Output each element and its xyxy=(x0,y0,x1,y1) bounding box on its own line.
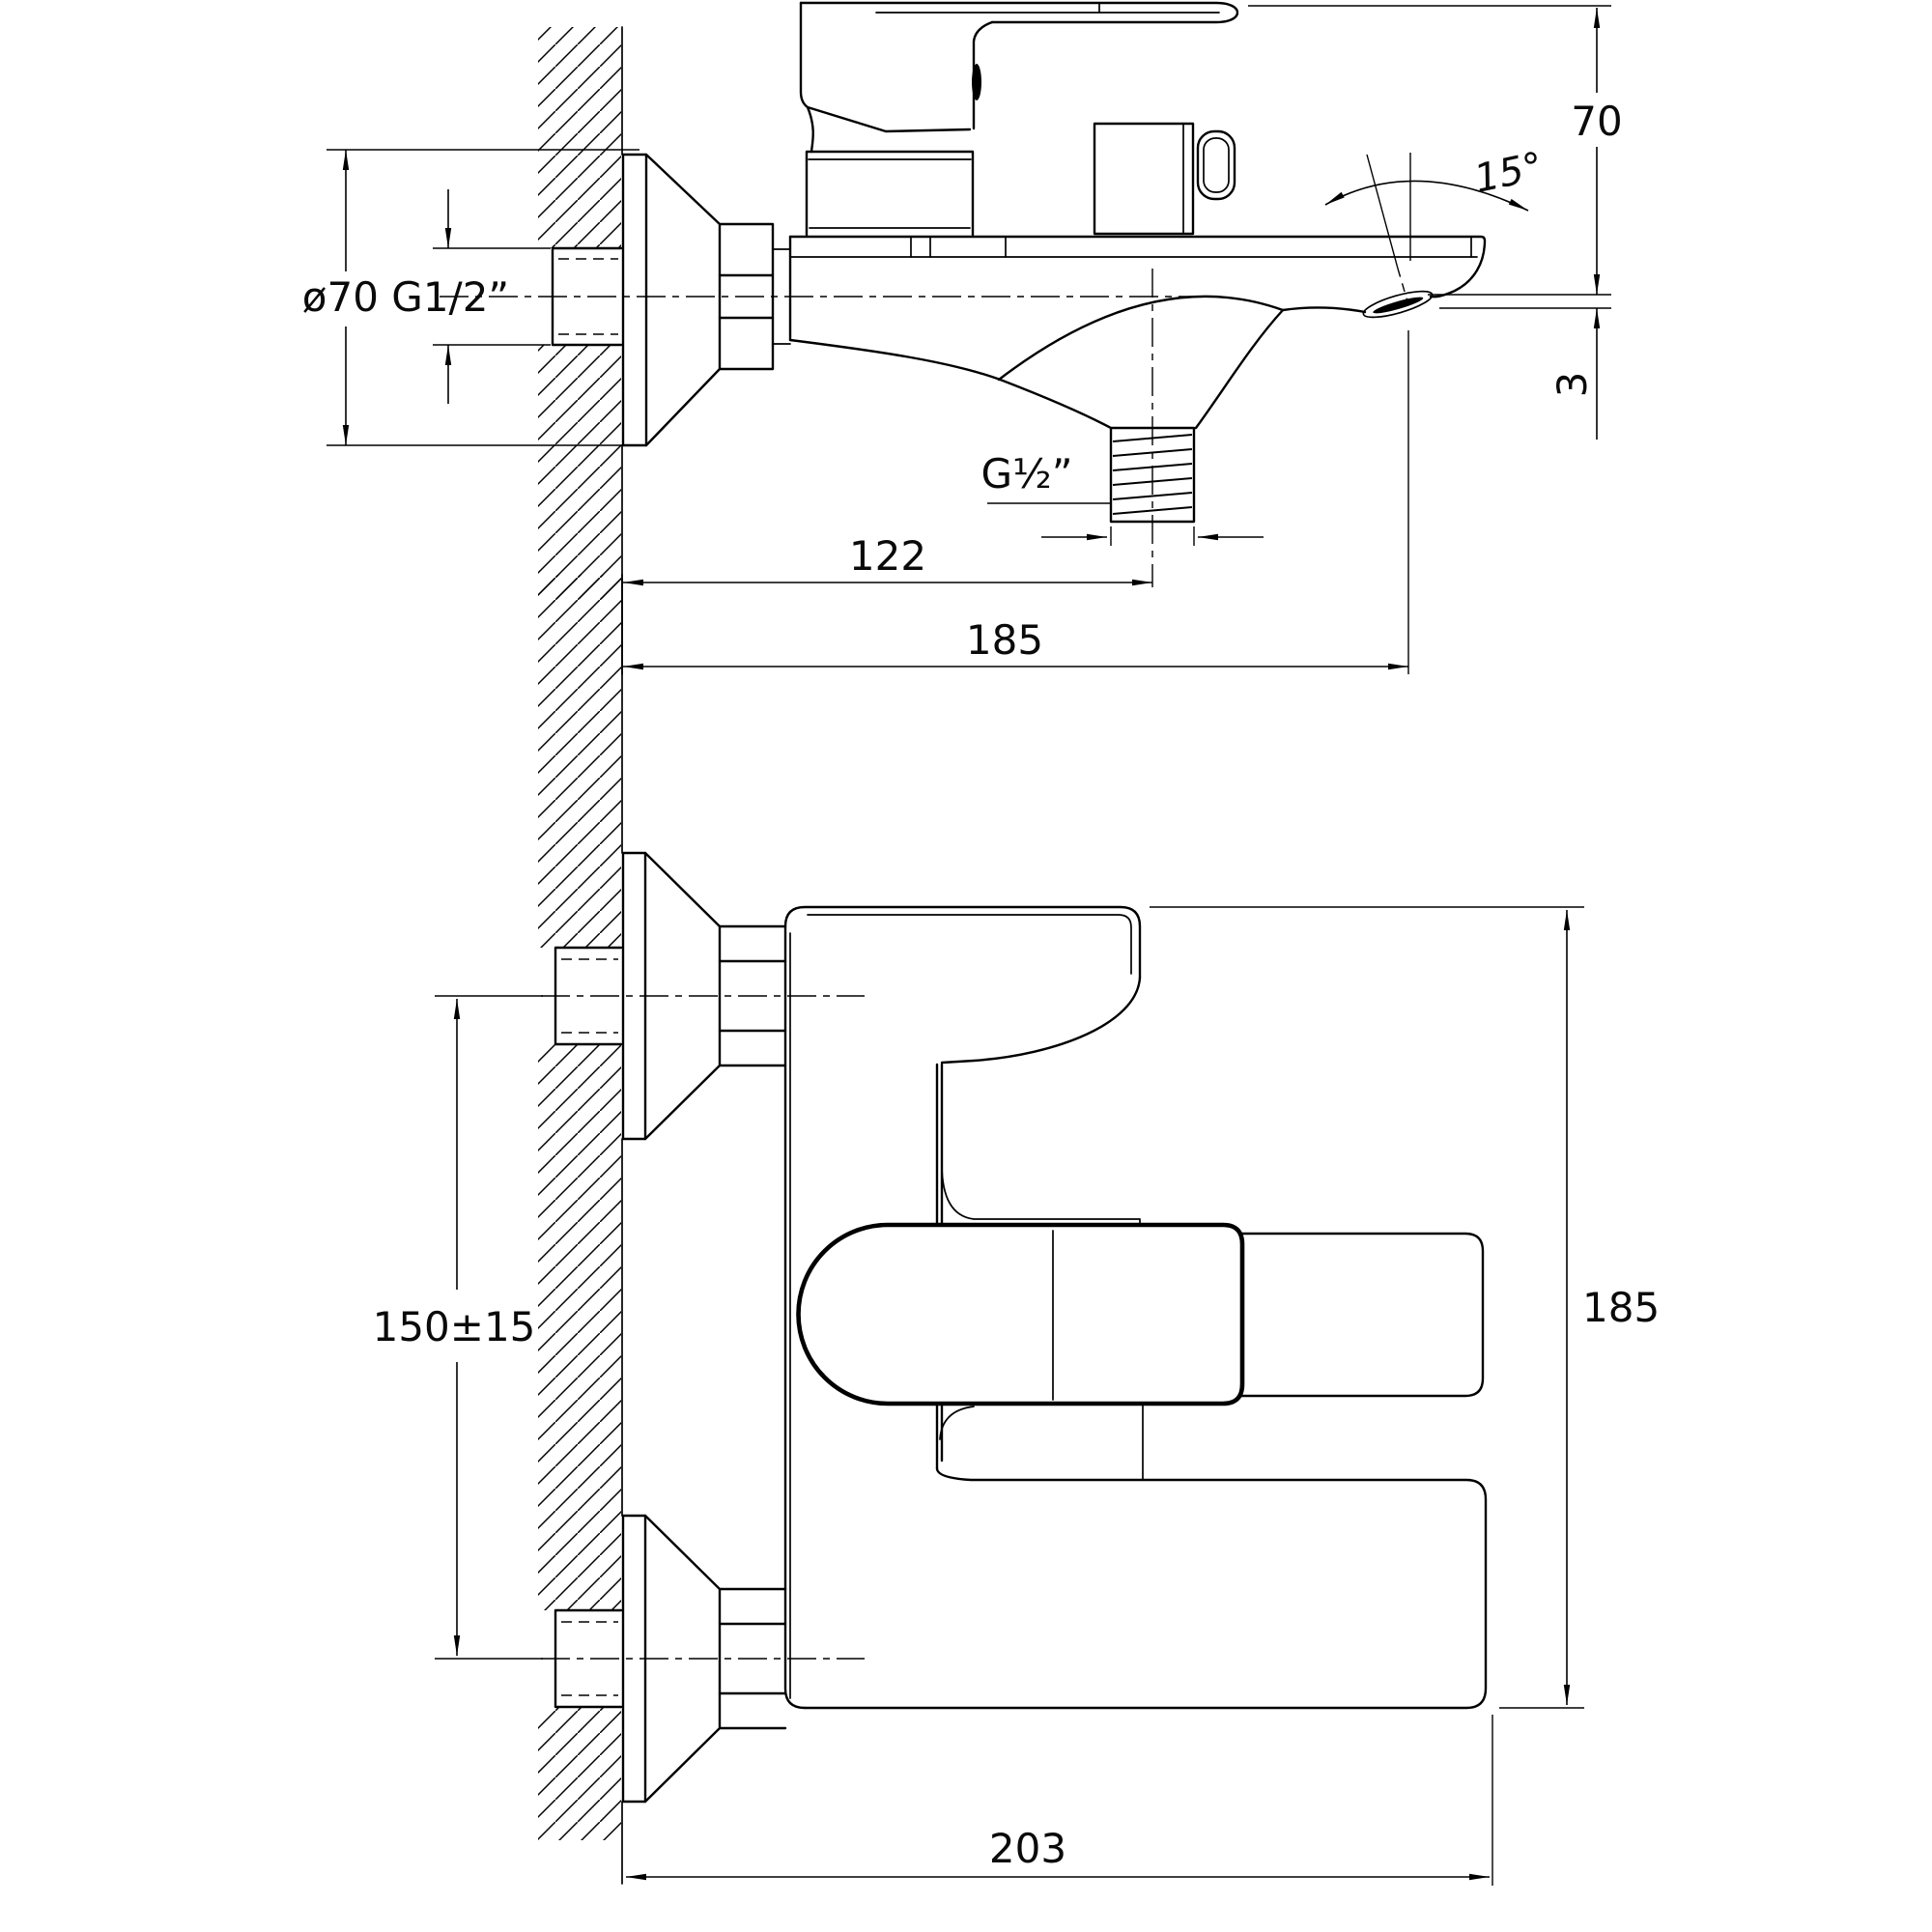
dim-label-122: 122 xyxy=(849,532,926,580)
handle-head-front xyxy=(796,1222,1245,1406)
shower-hose-socket xyxy=(1093,122,1236,236)
side-view-dimensions: ø70 G1/2” 15° 70 3 G½” xyxy=(302,5,1623,674)
supply-centerlines xyxy=(541,995,865,1660)
dim-label-185-front: 185 xyxy=(1582,1284,1660,1331)
dim-label-185-side: 185 xyxy=(966,616,1043,664)
faucet-body-front xyxy=(783,905,1488,1710)
eccentric-escutcheon xyxy=(621,153,791,447)
dim-label-70: 70 xyxy=(1571,98,1622,145)
lever-pivot-dot xyxy=(972,64,981,100)
spout-angle-annotation: 15° xyxy=(1324,144,1547,302)
lower-hex-nut xyxy=(718,1587,787,1730)
spout-tip-opening xyxy=(1362,290,1434,319)
wall-section-hatching xyxy=(538,26,623,675)
body-foot xyxy=(803,1466,1488,1710)
dim-label-outlet-thread: G½” xyxy=(980,450,1072,497)
faucet-body-side xyxy=(788,235,1487,524)
dim-label-spout-angle: 15° xyxy=(1470,144,1547,202)
upper-hex-nut xyxy=(718,924,787,1067)
front-view-dimensions: 150±15 185 203 xyxy=(373,906,1660,1886)
body-arch-line xyxy=(997,295,1285,382)
dim-label-escutcheon-thread: ø70 G1/2” xyxy=(302,273,509,321)
dim-label-203: 203 xyxy=(989,1825,1066,1872)
handle-lever-side xyxy=(799,1,1239,237)
inlet-pipe xyxy=(551,246,623,347)
front-view: 150±15 185 203 xyxy=(373,574,1660,1886)
wall-section-hatching-front xyxy=(538,574,623,1885)
lower-eccentric-connector xyxy=(554,1514,787,1804)
dim-label-150: 150±15 xyxy=(373,1303,536,1350)
dim-label-3: 3 xyxy=(1548,372,1596,398)
cartridge-cap xyxy=(805,150,975,237)
side-view: ø70 G1/2” 15° 70 3 G½” xyxy=(302,1,1623,675)
